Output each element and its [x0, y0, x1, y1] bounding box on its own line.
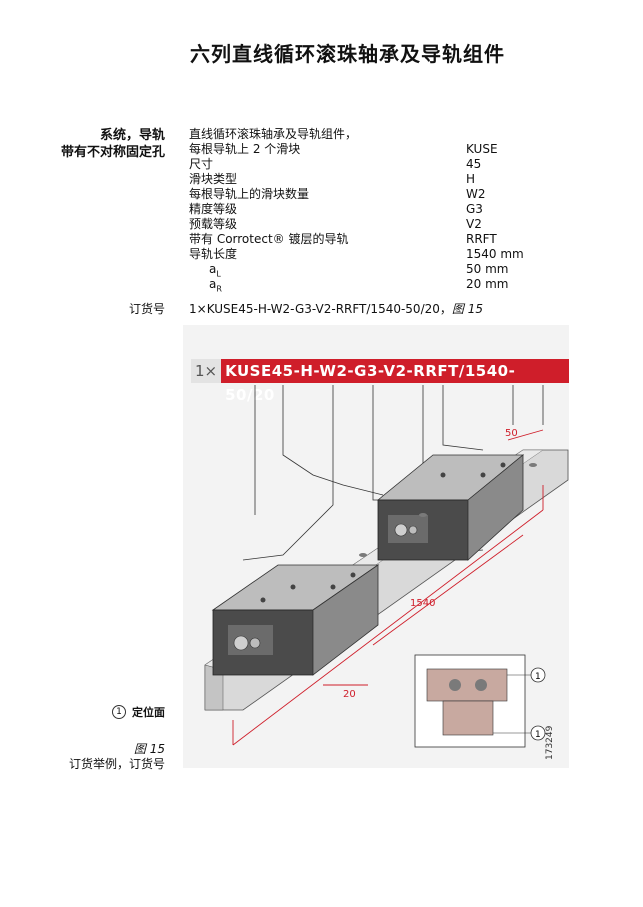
system-description: 直线循环滚珠轴承及导轨组件， — [189, 127, 358, 141]
order-number-label: 订货号 — [128, 302, 165, 316]
carriage-rear — [376, 454, 525, 561]
legend-text: 定位面 — [132, 706, 165, 719]
dim-label-20: 20 — [343, 689, 356, 700]
spec-value: G3 — [466, 202, 483, 216]
figure-caption-title: 图 15 — [133, 742, 165, 756]
spec-key-symbol: a — [209, 277, 217, 291]
spec-key-subscript: R — [216, 284, 222, 294]
legend: 1 定位面 — [112, 704, 165, 720]
spec-row-al: aL 50 mm — [189, 262, 529, 278]
spec-key: aL — [209, 262, 221, 281]
spec-row: 带有 Corrotect® 镀层的导轨 RRFT — [189, 232, 529, 247]
spec-key: aR — [209, 277, 222, 296]
spec-value: 20 mm — [466, 277, 509, 291]
system-label-line2: 带有不对称固定孔 — [60, 145, 165, 160]
spec-key: 预载等级 — [189, 217, 238, 231]
order-number: 1×KUSE45-H-W2-G3-V2-RRFT/1540-50/20，图 15 — [189, 300, 483, 317]
locating-face-callout: 1 1 — [493, 667, 546, 741]
figure-reference: 图 15 — [451, 302, 483, 316]
spec-value: 1540 mm — [466, 247, 524, 261]
figure-caption-text: 订货举例，订货号 — [68, 757, 165, 771]
spec-row: 导轨长度 1540 mm — [189, 247, 529, 262]
page-title: 六列直线循环滚珠轴承及导轨组件 — [190, 42, 505, 66]
figure-number-vertical: 173249 — [545, 725, 555, 760]
rail-holes — [359, 463, 537, 557]
order-code: 1×KUSE45-H-W2-G3-V2-RRFT/1540-50/20， — [189, 302, 452, 316]
spec-value: KUSE — [466, 142, 498, 156]
spec-row: 精度等级 G3 — [189, 202, 529, 217]
spec-key: 每根导轨上的滑块数量 — [189, 187, 310, 201]
dimension-lines — [232, 429, 544, 746]
spec-table: 每根导轨上 2 个滑块 KUSE 尺寸 45 滑块类型 H 每根导轨上的滑块数量… — [189, 142, 529, 293]
spec-value: W2 — [466, 187, 486, 201]
cross-section-inset — [414, 654, 526, 748]
spec-key: 尺寸 — [189, 157, 214, 171]
spec-value: 50 mm — [466, 262, 509, 276]
spec-row: 每根导轨上的滑块数量 W2 — [189, 187, 529, 202]
system-label-line1: 系统，导轨 — [99, 128, 165, 143]
spec-value: RRFT — [466, 232, 497, 246]
spec-key: 滑块类型 — [189, 172, 238, 186]
system-label: 系统，导轨 带有不对称固定孔 — [61, 127, 165, 161]
spec-row: 尺寸 45 — [189, 157, 529, 172]
spec-key: 每根导轨上 2 个滑块 — [189, 142, 301, 156]
linear-guide-drawing: 1540 20 50 1 1 — [204, 385, 569, 748]
dim-label-1540: 1540 — [410, 598, 435, 609]
spec-value: V2 — [466, 217, 482, 231]
callout-number: 1 — [535, 672, 541, 682]
order-quantity: 1× — [191, 359, 222, 383]
spec-key-symbol: a — [209, 262, 217, 276]
dim-label-50: 50 — [505, 428, 518, 439]
spec-row: 预载等级 V2 — [189, 217, 529, 232]
spec-key: 精度等级 — [189, 202, 238, 216]
spec-key-subscript: L — [216, 269, 221, 279]
assembly-figure: 1× KUSE45-H-W2-G3-V2-RRFT/1540-50/20 — [183, 325, 569, 768]
order-code-highlight: KUSE45-H-W2-G3-V2-RRFT/1540-50/20 — [221, 359, 569, 404]
spec-value: H — [466, 172, 476, 186]
order-code-bar: 1× KUSE45-H-W2-G3-V2-RRFT/1540-50/20 — [191, 359, 569, 404]
spec-row: 滑块类型 H — [189, 172, 529, 187]
carriage-front — [211, 564, 380, 676]
callout-number: 1 — [535, 730, 541, 740]
spec-key: 带有 Corrotect® 镀层的导轨 — [189, 232, 349, 246]
spec-value: 45 — [466, 157, 482, 171]
legend-marker: 1 — [112, 705, 126, 719]
spec-key: 导轨长度 — [189, 247, 238, 261]
spec-row-ar: aR 20 mm — [189, 277, 529, 293]
spec-row: 每根导轨上 2 个滑块 KUSE — [189, 142, 529, 157]
